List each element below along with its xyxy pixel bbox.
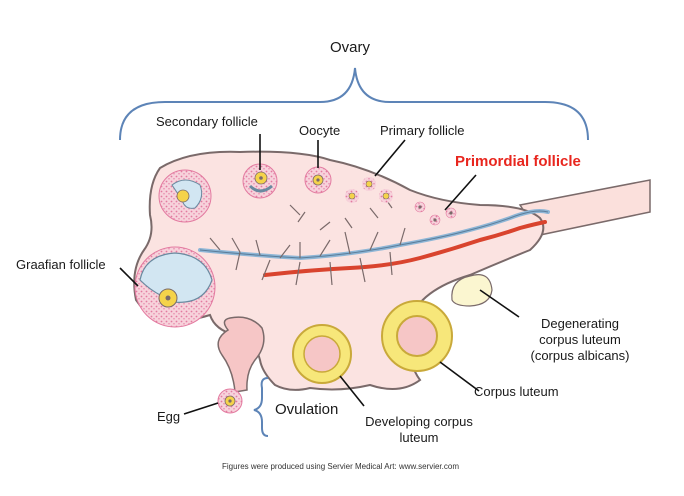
developing-corpus-luteum: [292, 324, 352, 384]
antral-follicle: [158, 169, 212, 223]
ovulation-brace: [253, 377, 269, 437]
primary-follicles: [345, 177, 393, 203]
developing-line-1: Developing corpus: [365, 414, 473, 429]
degenerating-corpus-luteum-label: Degenerating corpus luteum (corpus albic…: [515, 316, 645, 364]
graafian-follicle-label: Graafian follicle: [16, 257, 106, 272]
ovary-brace: [119, 67, 589, 141]
degenerating-line-3: (corpus albicans): [530, 348, 630, 363]
credit-text: Figures were produced using Servier Medi…: [222, 462, 459, 471]
secondary-follicle-label: Secondary follicle: [156, 114, 258, 129]
egg: [217, 388, 243, 414]
developing-corpus-luteum-label: Developing corpus luteum: [354, 414, 484, 446]
ovary-title: Ovary: [330, 39, 371, 56]
degenerating-line-2: corpus luteum: [539, 332, 621, 347]
developing-line-2: luteum: [399, 430, 439, 445]
primordial-follicles: [414, 201, 457, 226]
ruptured-follicle: [217, 316, 265, 393]
artery: [263, 220, 547, 277]
corpus-albicans: [451, 274, 493, 307]
primary-follicle-label: Primary follicle: [380, 123, 465, 138]
degenerating-line-1: Degenerating: [540, 316, 620, 331]
corpus-luteum: [381, 300, 453, 372]
oocyte-follicle: [304, 166, 332, 194]
oocyte-label: Oocyte: [299, 123, 341, 138]
corpus-luteum-label: Corpus luteum: [474, 384, 559, 399]
ovulation-label: Ovulation: [275, 401, 339, 418]
leader-lines: [119, 134, 520, 415]
vessel-branches: [209, 197, 406, 286]
secondary-follicle: [242, 163, 278, 199]
primordial-follicle-label: Primordial follicle: [455, 153, 581, 170]
graafian-follicle: [134, 246, 216, 328]
egg-label: Egg: [157, 409, 181, 424]
